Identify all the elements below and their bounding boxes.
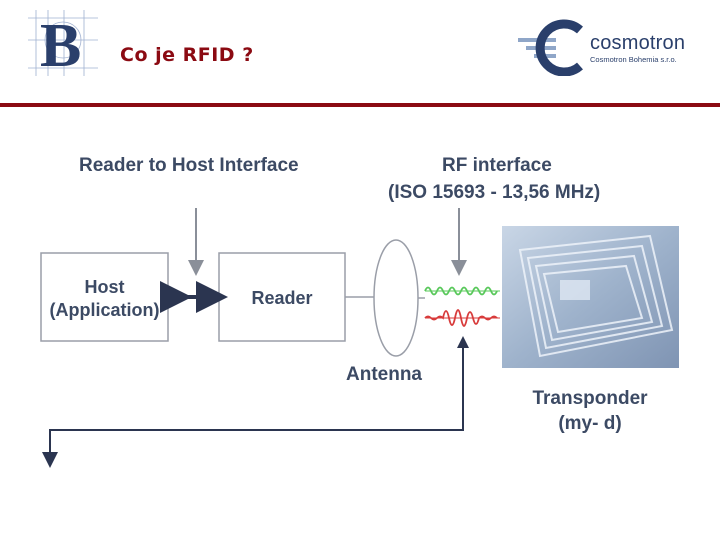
- transponder-label-line1: Transponder: [532, 388, 648, 409]
- b-logo-icon: B: [28, 10, 98, 76]
- title-divider: [0, 103, 720, 107]
- antenna-coil: [373, 239, 419, 357]
- return-path: [42, 342, 464, 468]
- label-reader-to-host: Reader to Host Interface: [79, 155, 299, 176]
- label-rf-interface: RF interface: [442, 155, 552, 176]
- brand-name: cosmotron: [590, 32, 686, 54]
- b-logo-letter: B: [40, 12, 81, 76]
- transponder-label-line2: (my- d): [558, 413, 622, 434]
- label-rf-standard: (ISO 15693 - 13,56 MHz): [388, 182, 601, 203]
- transponder-label: Transponder (my- d): [508, 386, 672, 436]
- rfid-diagram: [40, 208, 679, 468]
- host-label-line1: Host: [84, 277, 125, 297]
- reader-label: Reader: [251, 288, 313, 308]
- cosmotron-logo-icon: [518, 19, 583, 76]
- brand-subtitle: Cosmotron Bohemia s.r.o.: [590, 55, 677, 64]
- host-label-line2: (Application): [49, 300, 160, 320]
- antenna-label: Antenna: [346, 364, 422, 385]
- transponder-tag-image: [502, 226, 679, 368]
- slide-title: Co je RFID ?: [120, 44, 254, 66]
- host-label: Host (Application): [41, 276, 168, 322]
- return-path-arrowhead-up: [457, 336, 469, 348]
